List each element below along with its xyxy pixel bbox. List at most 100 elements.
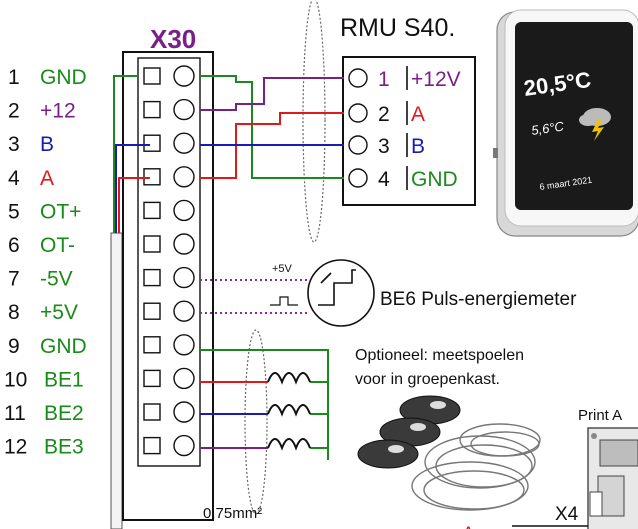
thermostat-screen bbox=[515, 22, 633, 210]
x30-terminal-screw bbox=[173, 132, 195, 154]
x30-terminal-square bbox=[143, 235, 161, 253]
x30-pin-name: BE1 bbox=[44, 368, 84, 391]
x30-pin-name: +5V bbox=[40, 301, 78, 324]
x30-terminal-screw bbox=[173, 266, 195, 289]
x30-pin-number: 12 bbox=[4, 436, 27, 459]
x30-terminal-square bbox=[143, 134, 161, 152]
rmu-terminal-screw bbox=[348, 68, 368, 88]
wire-a bbox=[235, 112, 344, 160]
thermostat-device bbox=[493, 9, 638, 237]
a-mark: A bbox=[462, 524, 475, 529]
x30-pin-number: 5 bbox=[8, 200, 20, 223]
x30-pin-name: -5V bbox=[40, 268, 73, 291]
wires-rmu bbox=[113, 75, 344, 233]
optional-note-line1: Optioneel: meetspoelen bbox=[355, 347, 524, 364]
x30-terminal-square bbox=[143, 336, 161, 354]
cable-size-label: 0,75mm² bbox=[203, 505, 262, 522]
x30-pin-number: 11 bbox=[4, 402, 26, 425]
x30-terminal-screw bbox=[173, 65, 195, 87]
be6-label: BE6 Puls-energiemeter bbox=[380, 289, 577, 310]
x30-terminal-square bbox=[143, 369, 161, 388]
x30-terminal-screw bbox=[173, 300, 195, 322]
rmu-terminal-screw bbox=[348, 103, 368, 123]
rmu-pin-name: B bbox=[411, 135, 425, 158]
x30-pin-name: +12 bbox=[40, 100, 76, 123]
cable-ellipse-top bbox=[302, 0, 326, 243]
x30-terminals bbox=[143, 65, 195, 457]
x30-terminal-screw bbox=[173, 367, 195, 390]
cable-ellipse-bottom bbox=[244, 329, 268, 515]
rmu-pin-number: 4 bbox=[378, 168, 390, 191]
x30-terminal-square bbox=[143, 302, 161, 320]
be6-meter-glyph bbox=[318, 269, 356, 306]
rmu-terminal-screw bbox=[348, 135, 368, 155]
be6-meter-glyph-b bbox=[320, 272, 332, 284]
x30-pin-number: 3 bbox=[8, 133, 20, 156]
x30-terminal-square bbox=[143, 168, 161, 186]
cable-pole bbox=[110, 232, 123, 529]
rmu-terminal-screw bbox=[348, 168, 368, 188]
rmu-title: RMU S40. bbox=[340, 14, 455, 42]
rmu-pin-number: 3 bbox=[378, 135, 390, 158]
wire-gnd bbox=[200, 75, 344, 179]
optional-note-line2: voor in groepenkast. bbox=[355, 371, 500, 388]
x30-terminal-square bbox=[143, 201, 161, 220]
x30-pin-number: 1 bbox=[8, 66, 20, 89]
coil-2 bbox=[267, 404, 311, 417]
x30-inner bbox=[137, 57, 201, 467]
x30-pin-number: 6 bbox=[8, 234, 20, 257]
x30-pin-number: 4 bbox=[8, 167, 20, 190]
x30-pin-name: GND bbox=[40, 335, 87, 358]
x30-terminal-square bbox=[143, 67, 161, 85]
x30-terminal-screw bbox=[173, 166, 195, 188]
wire-gnd-left bbox=[113, 75, 138, 233]
wire-a-left bbox=[118, 177, 150, 233]
be6-meter-symbol bbox=[307, 259, 375, 327]
x30-terminal-screw bbox=[173, 199, 195, 222]
clamp-coil-1 bbox=[399, 395, 461, 425]
x30-pin-name: OT+ bbox=[40, 200, 81, 223]
x4-label: X4 bbox=[555, 504, 579, 525]
thermostat-temp-outside: 5,6°C bbox=[530, 118, 565, 137]
wire-12v bbox=[200, 77, 344, 111]
rmu-pin-number: 1 bbox=[378, 68, 390, 91]
rmu-pin-name: GND bbox=[411, 168, 458, 191]
coils bbox=[267, 372, 311, 451]
print-label: Print A bbox=[578, 407, 622, 424]
clamp-coils-image bbox=[357, 395, 541, 511]
x30-title: X30 bbox=[150, 24, 196, 54]
x30-pin-name: A bbox=[40, 167, 54, 190]
x30-terminal-screw bbox=[173, 98, 195, 121]
clamp-coil-3 bbox=[357, 439, 419, 469]
rmu-pin-name: A bbox=[411, 103, 425, 126]
x30-terminal-screw bbox=[173, 401, 195, 423]
wires-coils bbox=[200, 349, 329, 460]
x30-pin-name: OT- bbox=[40, 234, 75, 257]
x30-pin-name: BE3 bbox=[44, 436, 84, 459]
x30-terminal-screw bbox=[173, 434, 195, 457]
x30-pin-name: B bbox=[40, 133, 54, 156]
coil-3 bbox=[267, 438, 311, 451]
pulse-symbol bbox=[270, 296, 298, 306]
x30-pin-number: 9 bbox=[8, 335, 20, 358]
x30-pin-number: 7 bbox=[8, 268, 20, 291]
x30-terminal-square bbox=[143, 403, 161, 421]
be6-voltage-label: +5V bbox=[272, 263, 293, 275]
x30-pin-name: BE2 bbox=[44, 402, 84, 425]
wires-be6 bbox=[200, 279, 310, 314]
x30-terminal-screw bbox=[173, 334, 195, 356]
x30-pin-number: 10 bbox=[4, 368, 27, 391]
x30-terminal-square bbox=[143, 268, 161, 287]
x30-pin-number: 8 bbox=[8, 301, 20, 324]
wire-b-left bbox=[115, 144, 150, 233]
x30-pin-number: 2 bbox=[8, 100, 20, 123]
rmu-pin-number: 2 bbox=[378, 103, 390, 126]
rmu-pin-name: +12V bbox=[411, 68, 461, 91]
weather-cloud-icon bbox=[579, 108, 611, 141]
x30-pin-name: GND bbox=[40, 66, 87, 89]
wire-coil-gnd bbox=[200, 349, 329, 460]
x30-terminal-square bbox=[143, 436, 161, 455]
